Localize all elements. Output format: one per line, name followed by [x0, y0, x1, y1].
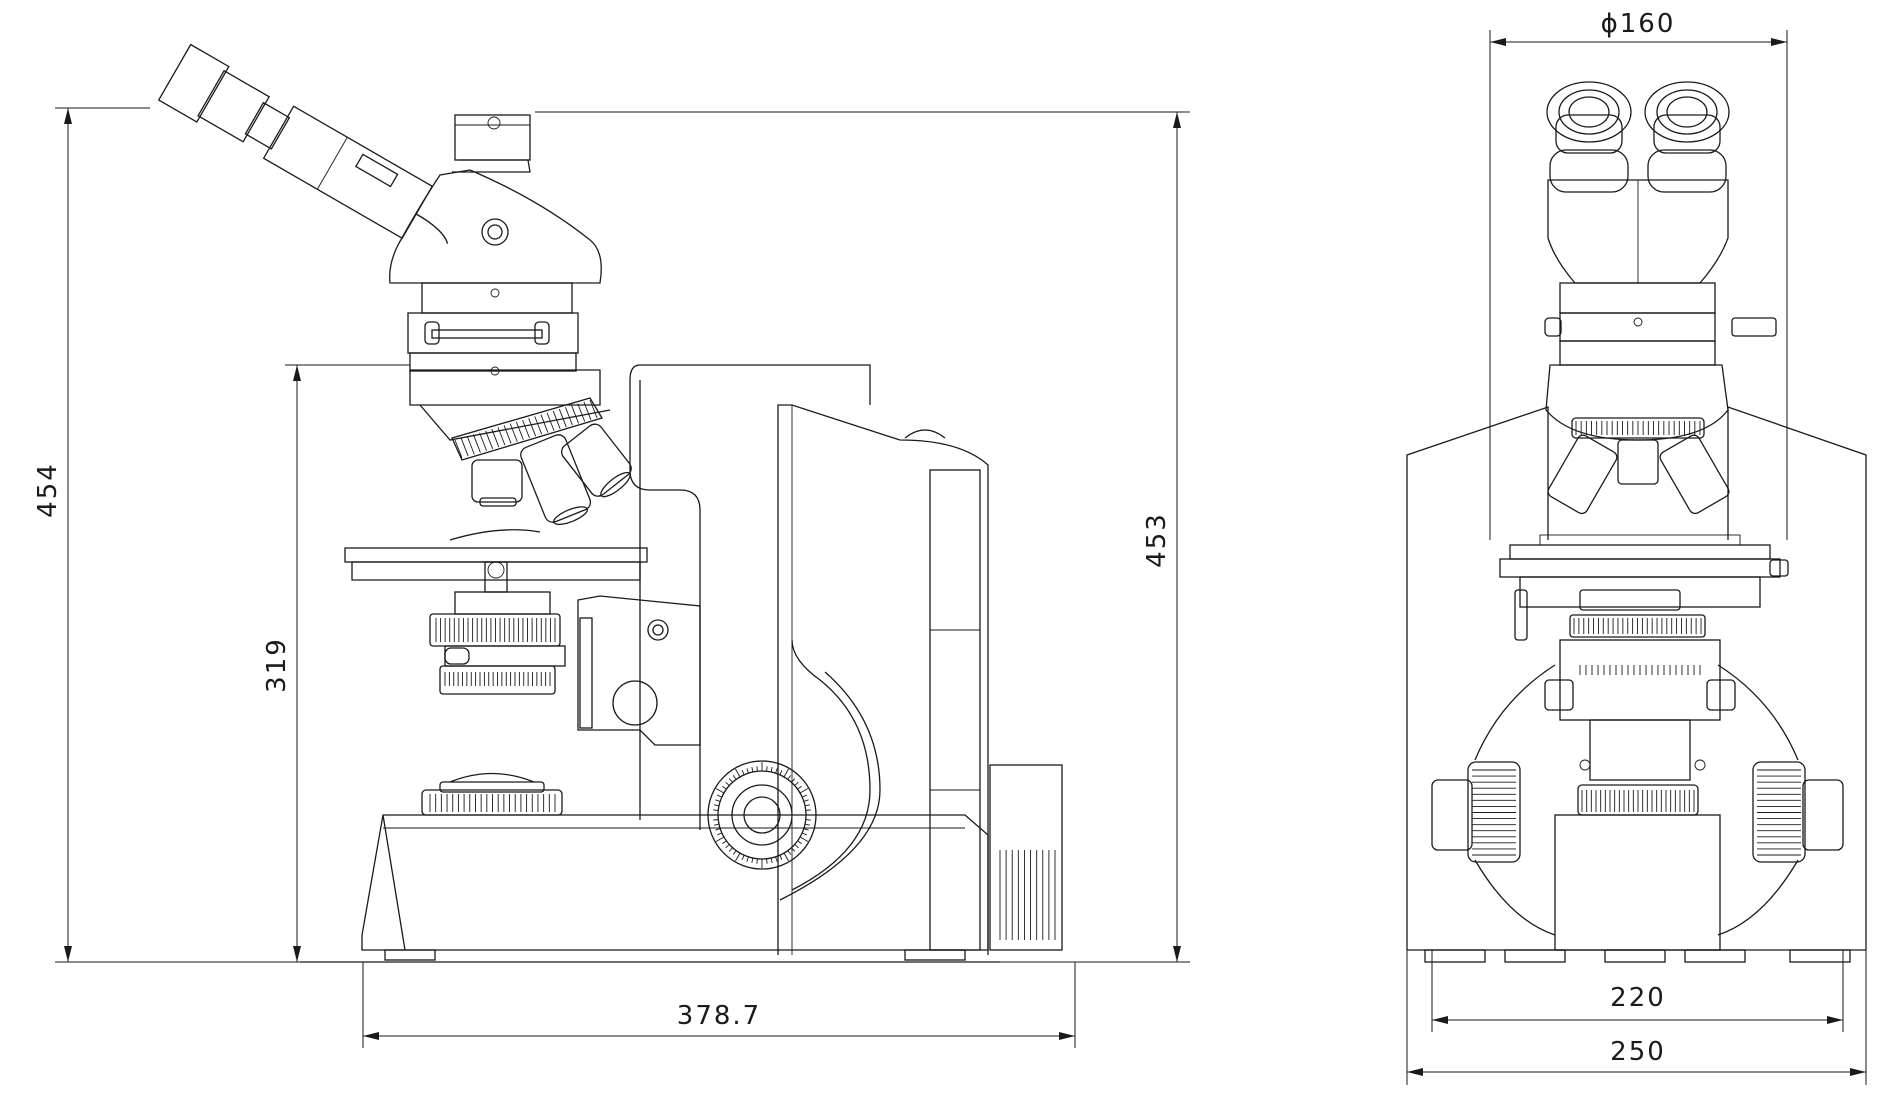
dimension-label-319: 319	[262, 637, 292, 693]
illumination-housing	[577, 595, 701, 746]
nosepiece	[409, 369, 632, 526]
front-binocular-head	[1546, 81, 1730, 284]
front-body	[1406, 406, 1867, 963]
field-lens	[421, 772, 563, 816]
front-lower-body	[1474, 664, 1799, 951]
dimension-right-height: 453	[535, 111, 1190, 963]
dimension-label-378-7: 378.7	[677, 1001, 761, 1031]
coarse-focus-knob-left	[1431, 761, 1521, 863]
coarse-focus-knob-right	[1752, 761, 1844, 863]
front-analyzer-block	[1544, 282, 1777, 366]
dimension-label-220: 220	[1610, 983, 1666, 1013]
dimension-label-phi-160: ϕ160	[1601, 9, 1676, 39]
dimension-outer-width: 250	[1406, 950, 1867, 1085]
dimension-label-453: 453	[1142, 512, 1172, 568]
dimension-total-height: 454	[33, 107, 300, 963]
microscope-arm	[629, 364, 1063, 955]
trinocular-head	[157, 43, 602, 284]
side-view: 454 319 453 378.7	[33, 43, 1190, 1048]
dimension-inner-width: 220	[1431, 950, 1844, 1032]
dimension-base-width: 378.7	[362, 962, 1076, 1048]
dimension-eyepiece-spacing: ϕ160	[1489, 9, 1788, 540]
dimension-label-250: 250	[1610, 1037, 1666, 1067]
left-eyepiece	[1546, 81, 1632, 193]
condenser	[429, 591, 566, 695]
front-nosepiece	[1539, 364, 1741, 546]
front-stage	[1499, 544, 1789, 781]
analyzer-block	[407, 282, 579, 376]
front-view: ϕ160 220 250	[1406, 9, 1867, 1085]
dimension-label-454: 454	[33, 462, 63, 518]
microscope-stage	[344, 529, 648, 593]
right-eyepiece	[1644, 81, 1730, 193]
fine-focus-knob	[707, 760, 817, 870]
dimension-stage-height: 319	[262, 364, 410, 962]
microscope-base	[300, 814, 1000, 963]
